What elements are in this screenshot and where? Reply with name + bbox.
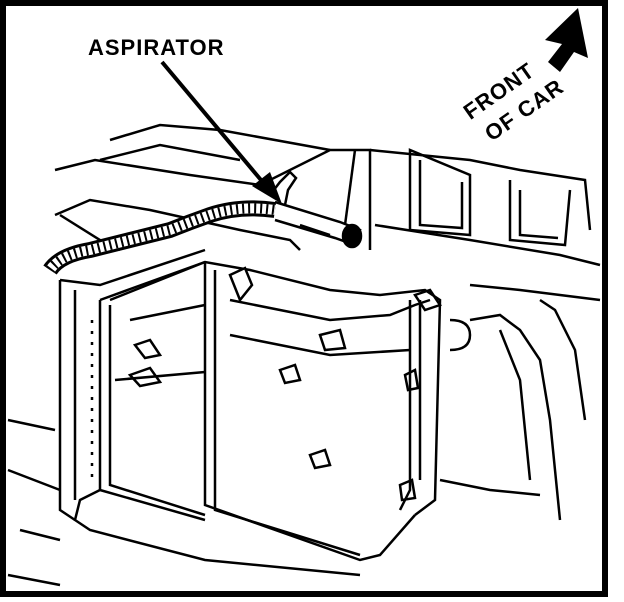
aspirator-tube [269,170,363,249]
upper-bay-structures [54,123,601,302]
figure-border [0,0,608,597]
aspirator-label: ASPIRATOR [88,35,225,60]
front-direction-arrow-icon [545,8,588,72]
aspirator-pointer [160,60,282,204]
right-body-panel [439,298,587,521]
corrugated-hose [43,200,277,275]
main-housing [58,248,442,577]
lower-left-structures [7,418,61,587]
